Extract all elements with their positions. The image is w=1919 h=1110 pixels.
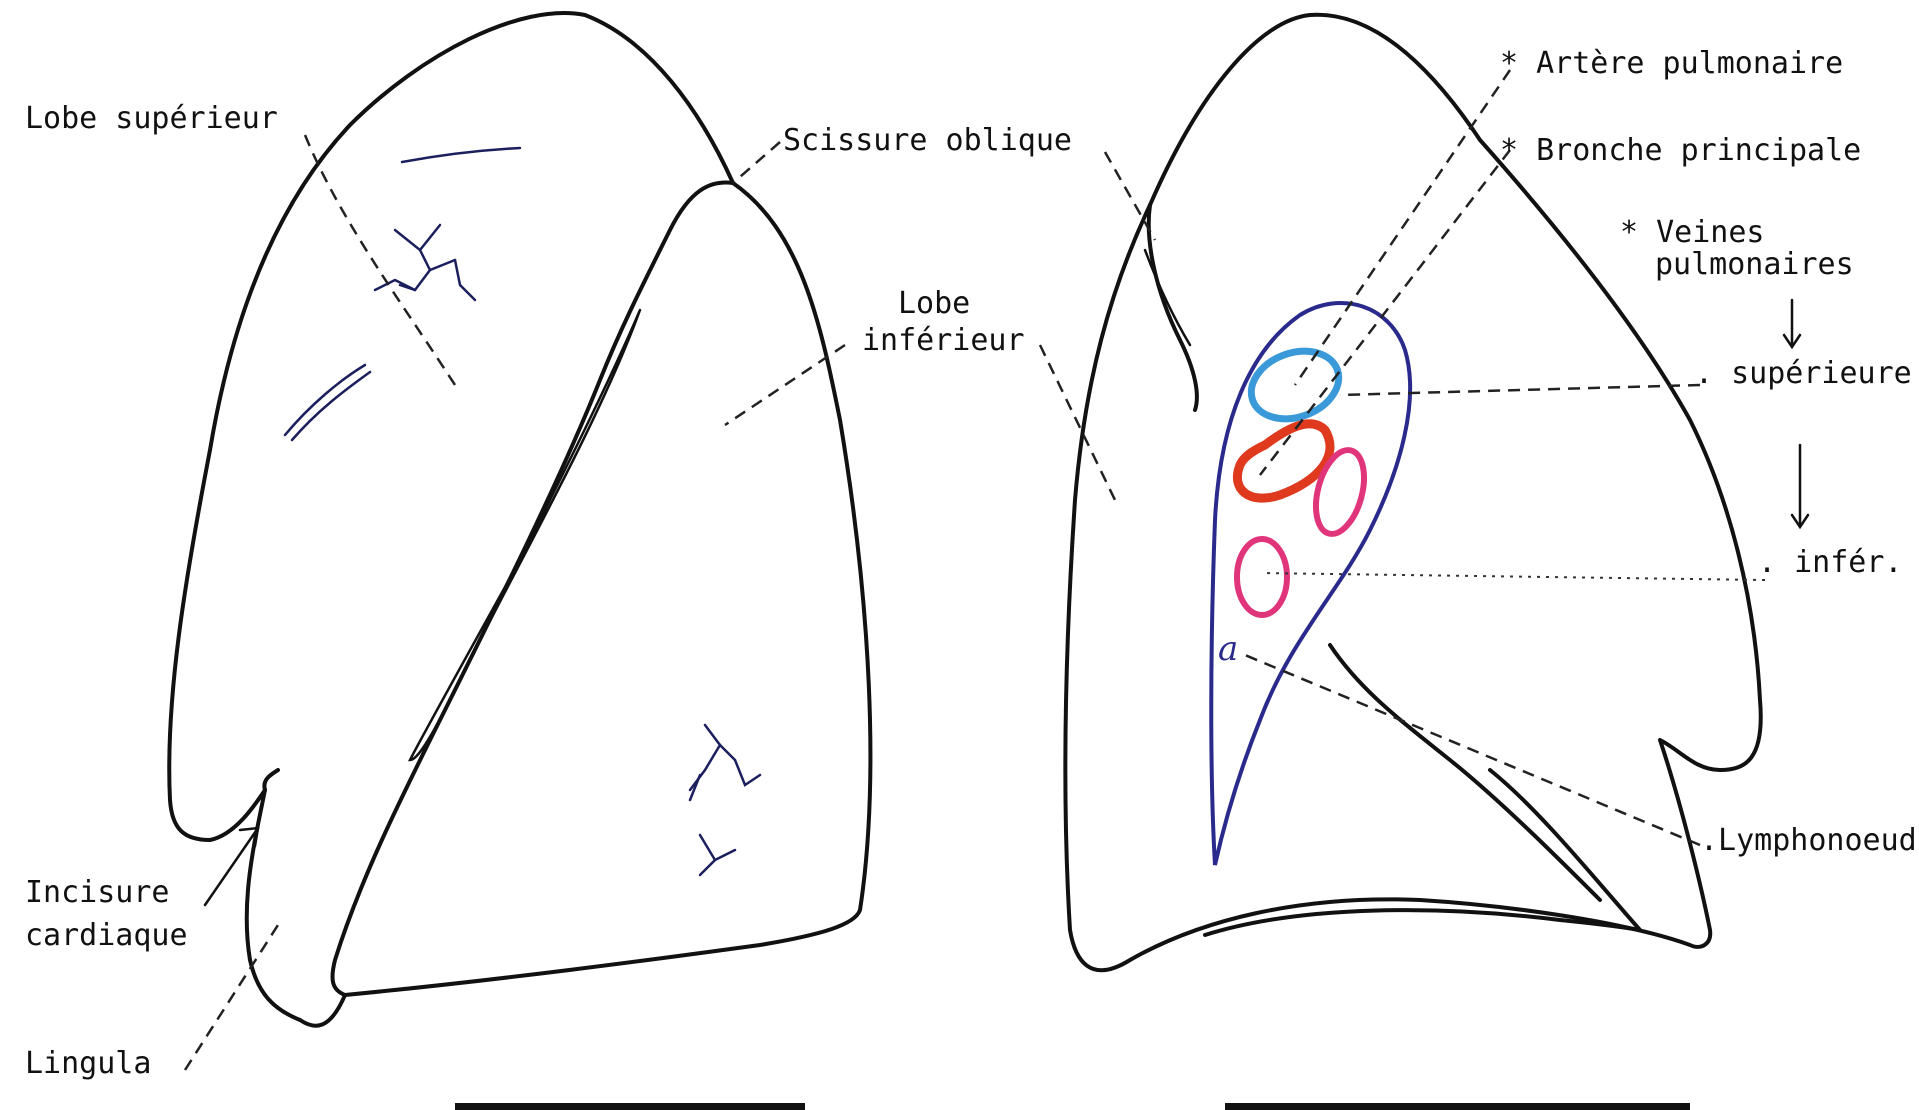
label-lobe-superieur: Lobe supérieur — [25, 101, 278, 136]
label-scissure-oblique: Scissure oblique — [783, 123, 1072, 158]
superior-pulmonary-vein-section — [1308, 445, 1373, 539]
hilum-letter: a — [1218, 629, 1238, 669]
left-lung — [169, 13, 870, 1026]
inferior-pulmonary-vein-section — [1237, 539, 1287, 615]
leader-lobe-inferieur-left — [725, 345, 845, 425]
right-lung-inner-curve — [1330, 645, 1600, 900]
scale-bar-right — [1225, 1103, 1690, 1110]
leader-inferieure — [1262, 573, 1765, 580]
leader-lobe-superieur — [305, 135, 455, 385]
labels: Lobe supérieur Scissure oblique Lobe inf… — [25, 46, 1917, 1081]
label-inferieure: . infér. — [1758, 545, 1903, 580]
left-lung-fissure-inner — [410, 310, 640, 760]
label-incisure-line1: Incisure — [25, 875, 170, 910]
right-lung-fissure — [1149, 205, 1197, 410]
leader-bronche — [1260, 150, 1510, 475]
label-artere-pulmonaire: * Artère pulmonaire — [1500, 46, 1843, 81]
label-lymphonoeud: .Lymphonoeud — [1700, 823, 1917, 858]
scale-bar-left — [455, 1103, 805, 1110]
upper-lobe-sketch-mark-2 — [285, 365, 365, 435]
leader-lymphonoeud — [1245, 655, 1700, 845]
left-lung-base-line — [300, 995, 345, 1026]
leader-lingula — [185, 925, 278, 1070]
right-lung-fissure-inner — [1145, 250, 1190, 345]
leader-superieure — [1340, 385, 1700, 395]
label-veines-line1: * Veines — [1620, 215, 1765, 250]
left-lung-lower-lobe-outline — [332, 183, 870, 995]
upper-lobe-bottom-curve — [264, 770, 278, 790]
label-superieure: . supérieure — [1695, 356, 1912, 391]
label-lobe-inferieur-line1: Lobe — [898, 286, 970, 321]
upper-lobe-sketch-mark-1 — [402, 148, 520, 162]
label-lobe-inferieur-line2: inférieur — [862, 323, 1025, 358]
left-lung-upper-lobe-outline — [169, 13, 733, 1020]
hilum-outline — [1211, 303, 1410, 865]
leader-scissure-oblique-left — [733, 142, 780, 183]
upper-lobe-sketch-mark-3 — [292, 372, 370, 440]
leader-scissure-oblique-right — [1105, 152, 1155, 240]
label-lingula: Lingula — [25, 1046, 151, 1081]
lower-lobe-vessel-sketch — [690, 725, 760, 875]
label-bronche-principale: * Bronche principale — [1500, 133, 1861, 168]
leader-artere — [1295, 70, 1510, 385]
label-veines-line2: pulmonaires — [1655, 247, 1854, 282]
label-incisure-line2: cardiaque — [25, 918, 188, 953]
upper-lobe-vessel-sketch — [375, 225, 475, 300]
